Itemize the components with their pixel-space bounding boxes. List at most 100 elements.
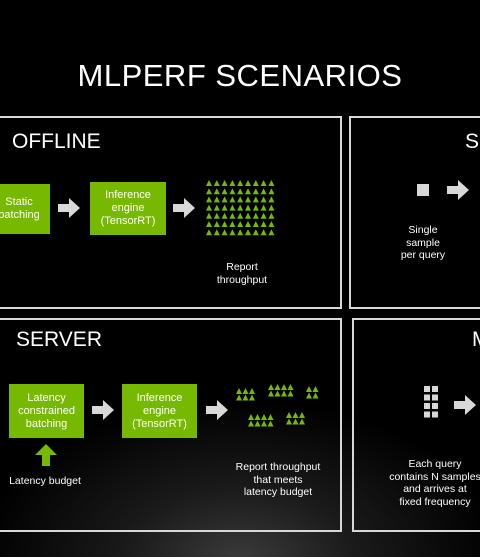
triangle-sample-icon bbox=[306, 386, 312, 392]
triangle-sample-icon bbox=[206, 221, 212, 227]
triangle-sample-icon bbox=[299, 412, 305, 418]
triangle-sample-icon bbox=[221, 196, 228, 203]
triangle-sample-icon bbox=[229, 204, 236, 211]
triangle-sample-icon bbox=[268, 221, 275, 227]
triangle-sample-icon bbox=[221, 180, 228, 186]
triangle-sample-icon bbox=[236, 394, 242, 401]
triangle-sample-icon bbox=[229, 180, 236, 186]
triangle-sample-icon bbox=[221, 221, 228, 227]
triangle-sample-icon bbox=[268, 390, 274, 397]
multi-stream-title: M bbox=[472, 328, 480, 352]
triangle-sample-icon bbox=[306, 392, 312, 399]
triangle-sample-icon bbox=[268, 384, 274, 390]
square-sample-icon bbox=[417, 184, 429, 196]
multi-stream-caption: Each query contains N samples and arrive… bbox=[389, 458, 480, 508]
triangle-sample-icon bbox=[213, 188, 220, 195]
server-caption: Report throughput that meets latency bud… bbox=[235, 461, 321, 498]
square-sample-icon bbox=[432, 411, 438, 418]
triangle-sample-icon bbox=[221, 204, 228, 211]
triangle-sample-icon bbox=[254, 420, 261, 427]
triangle-sample-icon bbox=[229, 196, 236, 203]
triangle-sample-icon bbox=[248, 414, 254, 420]
right-arrow-icon bbox=[173, 198, 195, 218]
triangle-sample-icon bbox=[206, 204, 212, 211]
triangle-sample-icon bbox=[286, 418, 292, 425]
triangle-sample-icon bbox=[260, 196, 267, 203]
triangle-sample-icon bbox=[252, 196, 259, 203]
offline-title: OFFLINE bbox=[12, 130, 101, 153]
offline-panel: OFFLINE Static batching Inference engine… bbox=[0, 116, 342, 309]
triangle-sample-icon bbox=[287, 384, 294, 390]
triangle-sample-icon bbox=[249, 388, 255, 394]
triangle-sample-icon bbox=[206, 188, 212, 195]
triangle-sample-icon bbox=[261, 420, 267, 427]
right-arrow-icon bbox=[92, 400, 114, 420]
triangle-sample-icon bbox=[213, 212, 220, 219]
triangle-sample-icon bbox=[213, 221, 220, 227]
triangle-sample-icon bbox=[267, 414, 274, 420]
triangle-sample-icon bbox=[245, 212, 251, 219]
triangle-sample-icon bbox=[245, 221, 251, 227]
triangle-sample-icon bbox=[248, 420, 254, 427]
square-sample-icon bbox=[424, 386, 438, 418]
triangle-sample-icon bbox=[252, 229, 259, 236]
triangle-sample-icon bbox=[312, 386, 319, 392]
triangle-sample-icon bbox=[292, 418, 299, 425]
triangle-sample-icon bbox=[221, 229, 228, 236]
up-arrow-icon bbox=[35, 444, 57, 466]
triangle-sample-icon bbox=[267, 420, 274, 427]
triangle-sample-icon bbox=[229, 212, 236, 219]
triangle-sample-icon bbox=[260, 204, 267, 211]
single-stream-panel: SI Single sample per query bbox=[349, 116, 480, 309]
square-sample-icon bbox=[424, 411, 430, 418]
triangle-sample-icon bbox=[260, 212, 267, 219]
latency-batching-box: Latency constrained batching bbox=[9, 384, 84, 438]
square-sample-icon bbox=[432, 386, 438, 392]
triangle-sample-icon bbox=[312, 392, 319, 399]
square-sample-icon bbox=[432, 403, 438, 409]
square-sample-icon bbox=[432, 394, 438, 401]
triangle-sample-icon bbox=[268, 212, 275, 219]
multi-stream-panel: M Each query contains N samples and arri… bbox=[352, 318, 480, 532]
triangle-sample-icon bbox=[221, 212, 228, 219]
triangle-sample-icon bbox=[229, 188, 236, 195]
triangle-sample-icon bbox=[242, 388, 249, 394]
triangle-sample-icon bbox=[206, 212, 212, 219]
triangle-sample-icon bbox=[287, 390, 294, 397]
triangle-sample-icon bbox=[274, 384, 281, 390]
triangle-sample-icon bbox=[252, 180, 259, 186]
triangle-sample-icon bbox=[274, 390, 281, 397]
triangle-sample-icon bbox=[281, 384, 287, 390]
single-stream-title: SI bbox=[465, 130, 480, 153]
triangle-sample-icon bbox=[245, 204, 251, 211]
triangle-sample-icon bbox=[261, 414, 267, 420]
triangle-sample-icon bbox=[206, 229, 212, 236]
triangle-sample-icon bbox=[281, 390, 287, 397]
page-title: MLPERF SCENARIOS bbox=[77, 58, 403, 93]
triangle-sample-icon bbox=[252, 188, 259, 195]
right-arrow-icon bbox=[206, 400, 228, 420]
square-sample-icon bbox=[424, 394, 430, 401]
offline-caption: Report throughput bbox=[216, 261, 268, 286]
triangle-sample-icon bbox=[245, 180, 251, 186]
triangle-sample-icon bbox=[229, 229, 236, 236]
triangle-sample-icon bbox=[260, 188, 267, 195]
triangle-sample-icon bbox=[206, 180, 212, 186]
triangle-sample-icon bbox=[237, 229, 244, 236]
triangle-sample-icon bbox=[268, 180, 275, 186]
triangle-sample-icon bbox=[237, 204, 244, 211]
static-batching-box: Static batching bbox=[0, 184, 50, 234]
triangle-sample-icon bbox=[221, 188, 228, 195]
right-arrow-icon bbox=[454, 395, 476, 415]
latency-budget-label: Latency budget bbox=[9, 475, 81, 487]
triangle-sample-icon bbox=[268, 229, 275, 236]
triangle-sample-icon bbox=[237, 180, 244, 186]
server-title: SERVER bbox=[16, 328, 102, 351]
triangle-sample-icon bbox=[237, 196, 244, 203]
triangle-sample-icon bbox=[245, 188, 251, 195]
triangle-sample-icon bbox=[237, 221, 244, 227]
triangle-sample-icon bbox=[268, 188, 275, 195]
square-sample-icon bbox=[424, 403, 430, 409]
inference-engine-box: Inference engine (TensorRT) bbox=[90, 182, 166, 235]
